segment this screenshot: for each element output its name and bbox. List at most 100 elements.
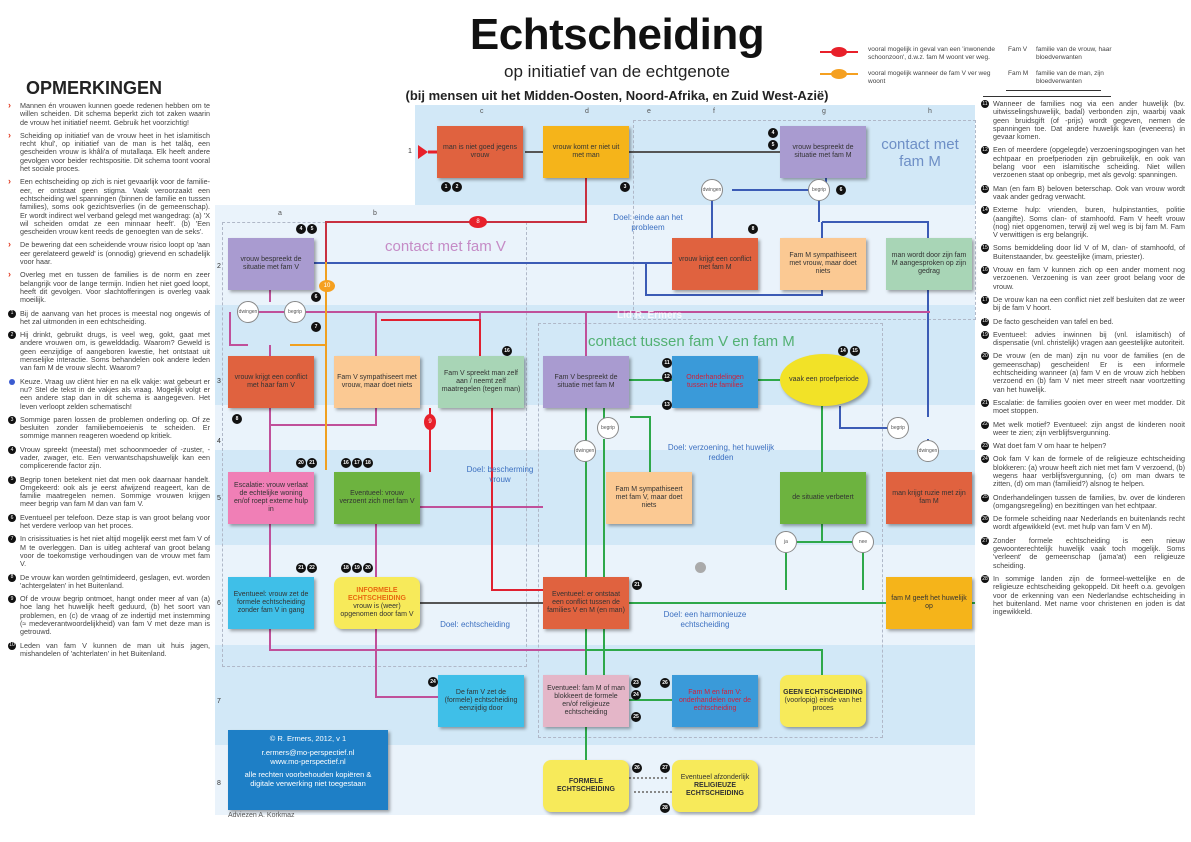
note-text: Overleg met en tussen de families is de … bbox=[20, 270, 210, 305]
note-text: Begrip tonen betekent niet dat men ook d… bbox=[20, 474, 210, 509]
box-formele-echtscheiding[interactable]: FORMELE ECHTSCHEIDING bbox=[543, 760, 629, 812]
group-label-famv: contact met fam V bbox=[385, 238, 506, 255]
box-fam-v-sympathiseert[interactable]: Fam V sympathiseert met vrouw, maar doet… bbox=[334, 356, 420, 408]
legend-orange-text: vooral mogelijk wanneer de fam V ver weg… bbox=[868, 70, 991, 85]
note-number: 10 bbox=[8, 641, 16, 650]
col-label: g bbox=[822, 108, 826, 115]
note-number: 27 bbox=[981, 536, 989, 545]
box-fam-v-bespreekt-fam-m[interactable]: Fam V bespreekt de situatie met fam M bbox=[543, 356, 629, 408]
circle-dwingen: dwingen bbox=[574, 440, 596, 462]
col-label: e bbox=[647, 108, 651, 115]
note-text: Soms bemiddeling door lid V of M, clan- … bbox=[993, 243, 1185, 261]
col-label: a bbox=[278, 210, 282, 217]
note-number: 14 bbox=[981, 206, 989, 215]
box-fam-m-blokkeert[interactable]: Eventueel: fam M of man blokkeert de for… bbox=[543, 675, 629, 727]
box-fam-v-zet-door[interactable]: De fam V zet de (formele) echtscheiding … bbox=[438, 675, 524, 727]
legend-red-text: vooral mogelijk in geval van een 'inwone… bbox=[868, 46, 995, 61]
box-vrouw-bespreekt-fam-v[interactable]: vrouw bespreekt de situatie met fam V bbox=[228, 238, 314, 290]
note-text: In crisissituaties is het niet altijd mo… bbox=[20, 534, 210, 569]
box-vrouw-verzoent[interactable]: Eventueel: vrouw verzoent zich met fam V bbox=[334, 472, 420, 524]
box-vrouw-komt-er-niet-uit[interactable]: vrouw komt er niet uit met man bbox=[543, 126, 629, 178]
note-text: Sommige paren lossen de problemen onderl… bbox=[20, 414, 210, 441]
note-item: 14 Externe hulp: vrienden, buren, hulpins… bbox=[981, 206, 1185, 239]
credits-email[interactable]: r.ermers@mo-perspectief.nl bbox=[261, 748, 355, 757]
step-badge: 20 bbox=[363, 563, 373, 573]
row-label: 1 bbox=[408, 148, 412, 155]
note-number: 16 bbox=[981, 266, 989, 275]
note-number: 2 bbox=[8, 331, 16, 340]
note-text: Vrouw spreekt (meestal) met schoonmoeder… bbox=[20, 444, 210, 471]
note-text: Scheiding op initiatief van de vrouw hee… bbox=[20, 130, 210, 174]
note-text: De vrouw kan na een conflict niet zelf b… bbox=[993, 294, 1185, 313]
note-number: 26 bbox=[981, 515, 989, 524]
step-badge: 11 bbox=[662, 358, 672, 368]
step-badge: 16 bbox=[341, 458, 351, 468]
box-vrouw-formele-echtscheiding[interactable]: Eventueel: vrouw zet de formele echtsche… bbox=[228, 577, 314, 629]
ellipse-proefperiode[interactable]: vaak een proefperiode bbox=[780, 354, 868, 406]
orange-marker: 10 bbox=[319, 280, 335, 292]
box-onderhandelen-echtscheiding[interactable]: Fam M en fam V: onderhandelen over de ec… bbox=[672, 675, 758, 727]
box-conflict-fam-m[interactable]: vrouw krijgt een conflict met fam M bbox=[672, 238, 758, 290]
credits-copyright: © R. Ermers, 2012, v 1 bbox=[269, 734, 347, 743]
row-label: 3 bbox=[217, 378, 221, 385]
goal-label: Doel: een harmonieuze echtscheiding bbox=[663, 610, 747, 629]
step-badge: 28 bbox=[660, 803, 670, 813]
credits-website[interactable]: www.mo-perspectief.nl bbox=[270, 757, 346, 766]
legend-famm-key: Fam M bbox=[1008, 70, 1029, 77]
note-text: De vrouw (en de man) zijn nu voor de fam… bbox=[993, 351, 1185, 394]
box-conflict-fam-v[interactable]: vrouw krijgt een conflict met haar fam V bbox=[228, 356, 314, 408]
box-fam-m-sympathiseert-fam-v[interactable]: Fam M sympathiseert met fam V, maar doet… bbox=[606, 472, 692, 524]
note-number: 7 bbox=[8, 535, 16, 544]
step-badge: 19 bbox=[352, 563, 362, 573]
note-text: Externe hulp: vrienden, buren, hulpinsta… bbox=[993, 205, 1185, 240]
note-item: Keuze. Vraag uw cliënt hier en na elk va… bbox=[8, 377, 210, 411]
step-badge: 8 bbox=[748, 224, 758, 234]
box-vrouw-bespreekt-fam-m[interactable]: vrouw bespreekt de situatie met fam M bbox=[780, 126, 866, 178]
box-situatie-verbetert[interactable]: de situatie verbetert bbox=[780, 472, 866, 524]
box-onderhandelingen[interactable]: Onderhandelingen tussen de families bbox=[672, 356, 758, 408]
note-item: 7 In crisissituaties is het niet altijd m… bbox=[8, 535, 210, 568]
note-number: 23 bbox=[981, 442, 989, 451]
box-man-niet-goed[interactable]: man is niet goed jegens vrouw bbox=[437, 126, 523, 178]
note-text: Een of meerdere (opgelegde) verzoeningsp… bbox=[993, 145, 1185, 180]
col-label: b bbox=[373, 210, 377, 217]
legend-underline bbox=[1006, 90, 1101, 91]
circle-dwingen: dwingen bbox=[917, 440, 939, 462]
box-fam-v-spreekt-man-aan[interactable]: Fam V spreekt man zelf aan / neemt zelf … bbox=[438, 356, 524, 408]
box-conflict-families[interactable]: Eventueel: er ontstaat een conflict tuss… bbox=[543, 577, 629, 629]
note-number: 9 bbox=[8, 595, 16, 604]
step-badge: 22 bbox=[307, 563, 317, 573]
col-label: h bbox=[928, 108, 932, 115]
box-escalatie[interactable]: Escalatie: vrouw verlaat de echtelijke w… bbox=[228, 472, 314, 524]
box-man-ruzie-fam-m[interactable]: man krijgt ruzie met zijn fam M bbox=[886, 472, 972, 524]
step-badge: 6 bbox=[311, 292, 321, 302]
note-number: 3 bbox=[8, 415, 16, 424]
arrow-bullet-icon: › bbox=[8, 100, 11, 110]
circle-begrip: begrip bbox=[284, 301, 306, 323]
circle-ja: ja bbox=[775, 531, 797, 553]
box-fam-m-geeft-op[interactable]: fam M geeft het huwelijk op bbox=[886, 577, 972, 629]
legend: vooral mogelijk in geval van een 'inwone… bbox=[818, 44, 1183, 94]
box-fam-m-sympathiseert[interactable]: Fam M sympathiseert met vrouw, maar doet… bbox=[780, 238, 866, 290]
note-text: Een echtscheiding op zich is niet gevaar… bbox=[20, 177, 210, 237]
step-badge: 24 bbox=[428, 677, 438, 687]
box-geen-echtscheiding[interactable]: GEEN ECHTSCHEIDING (voorlopig) einde van… bbox=[780, 675, 866, 727]
step-badge: 3 bbox=[620, 182, 630, 192]
step-badge: 6 bbox=[836, 185, 846, 195]
step-badge: 21 bbox=[307, 458, 317, 468]
box-religieuze-echtscheiding[interactable]: Eventueel afzonderlijk RELIGIEUZE ECHTSC… bbox=[672, 760, 758, 812]
box-informele-echtscheiding[interactable]: INFORMELE ECHTSCHEIDING vrouw is (weer) … bbox=[334, 577, 420, 629]
step-badge: 27 bbox=[660, 763, 670, 773]
box-man-aangesproken[interactable]: man wordt door zijn fam M aangesproken o… bbox=[886, 238, 972, 290]
credits-box: © R. Ermers, 2012, v 1 r.ermers@mo-persp… bbox=[228, 730, 388, 810]
note-number: 17 bbox=[981, 295, 989, 304]
